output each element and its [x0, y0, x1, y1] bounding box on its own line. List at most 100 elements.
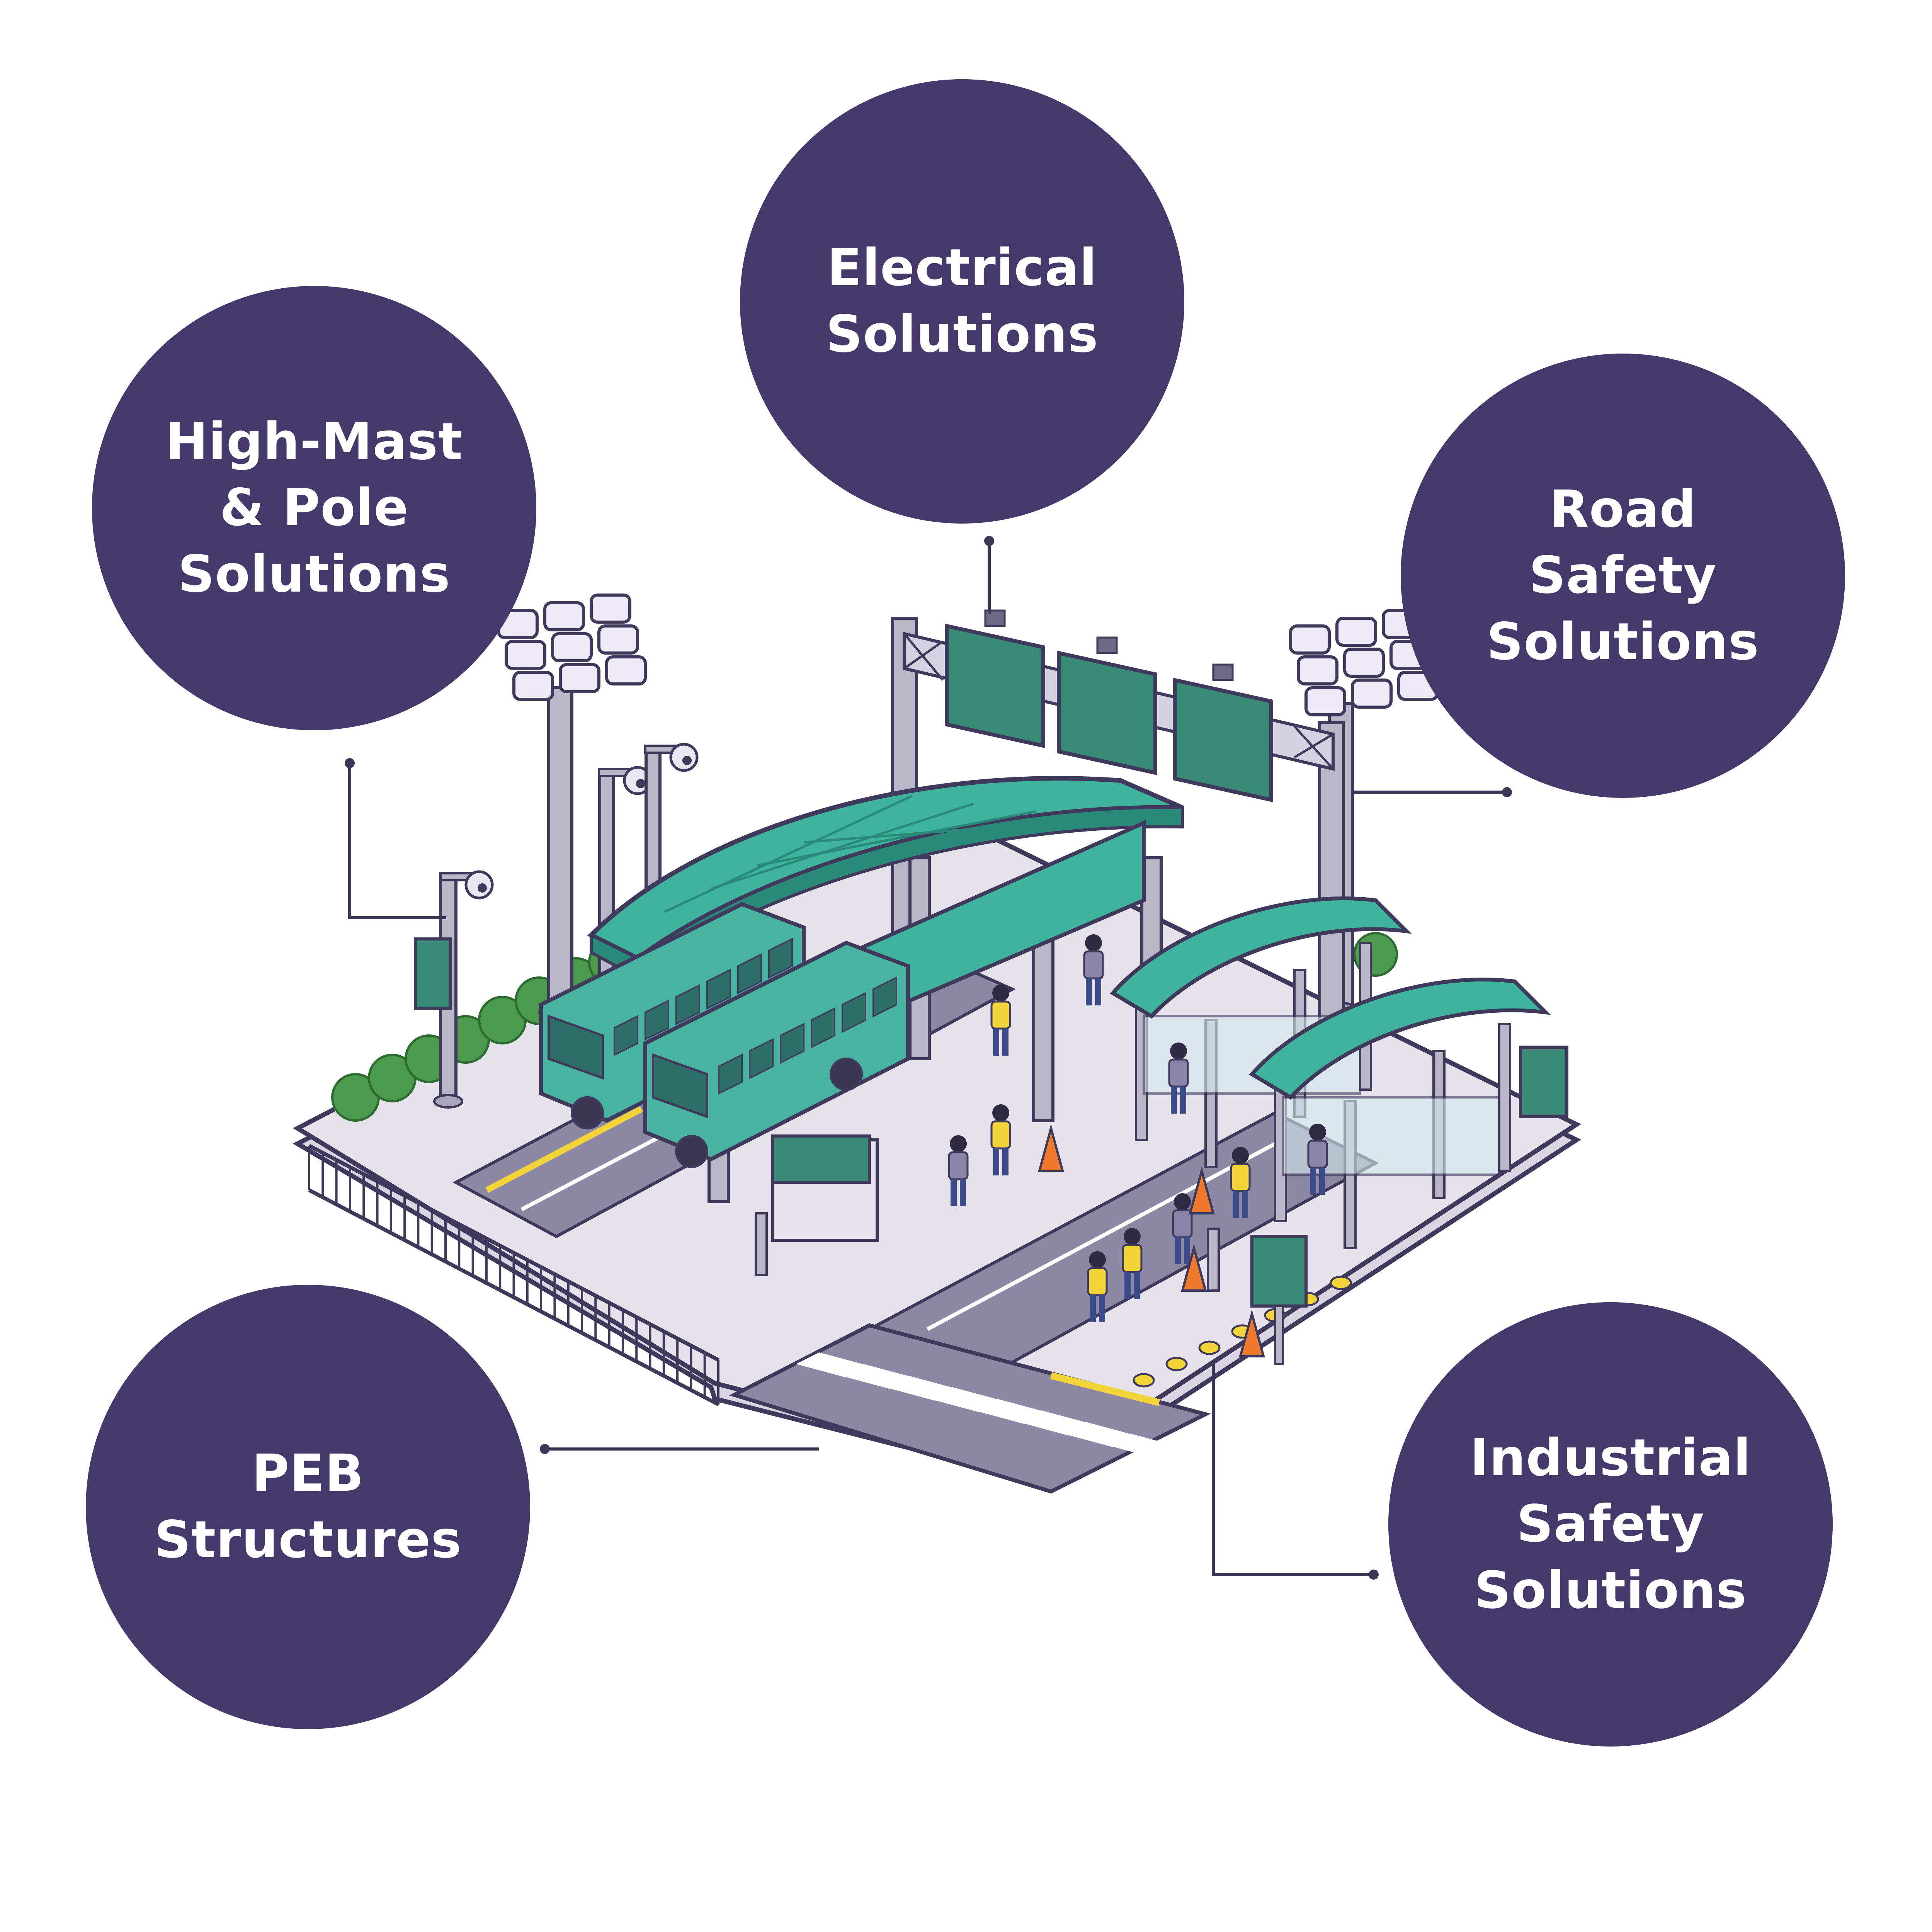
label-line: Structures	[154, 1510, 462, 1570]
crosswalk	[796, 1352, 1180, 1459]
label-line: Road	[1549, 479, 1696, 539]
crosswalk-stripe	[1107, 1434, 1180, 1459]
road-stud	[1198, 1340, 1221, 1355]
high-mast-light-left	[497, 594, 647, 701]
label-line: Electrical	[827, 238, 1097, 298]
bus-front	[643, 940, 910, 1168]
bus-icon	[643, 940, 910, 1162]
traffic-cone-icon	[1038, 1124, 1064, 1172]
cctv-c	[439, 870, 494, 900]
floodlight-icon	[1297, 655, 1338, 685]
peb-structures-circle: PEB Structures	[86, 1285, 530, 1729]
worker-head	[1170, 1043, 1187, 1060]
electrical-leader-dot	[984, 536, 994, 546]
worker-icon	[1307, 1139, 1328, 1169]
industrial-safety-solutions-label: Industrial Safety Solutions	[1470, 1425, 1751, 1624]
bus-wheel	[675, 1135, 708, 1168]
industrial-safety-solutions-circle: Industrial Safety Solutions	[1388, 1302, 1833, 1747]
worker-leg	[1002, 1029, 1009, 1056]
label-line: Industrial	[1470, 1428, 1751, 1488]
bus-window	[718, 1053, 743, 1095]
lane-marking	[485, 1106, 643, 1193]
shelter-post	[1498, 1023, 1511, 1172]
label-line: PEB	[252, 1444, 364, 1503]
worker-4	[1172, 1193, 1193, 1264]
gantry-sign-structure	[891, 609, 1345, 1026]
floodlight-icon	[551, 632, 593, 662]
road-marking	[1050, 1372, 1160, 1406]
bus-windshield	[652, 1053, 708, 1119]
label-line: Safety	[1516, 1494, 1705, 1554]
worker-leg	[1233, 1191, 1239, 1218]
bus-shelter-icon	[1249, 978, 1551, 1100]
electrical-solutions-circle: Electrical Solutions	[740, 79, 1184, 524]
worker-leg	[1310, 1168, 1316, 1195]
worker-leg	[951, 1179, 957, 1206]
worker-5	[1122, 1228, 1143, 1299]
truss-brace	[903, 640, 944, 670]
road-safety-solutions-label: Road Safety Solutions	[1486, 476, 1759, 675]
bollard-icon	[755, 1212, 768, 1276]
worker-leg	[1086, 978, 1092, 1005]
label-line: & Pole	[219, 478, 409, 538]
worker-icon	[1122, 1244, 1143, 1273]
high-mast-leader-dot	[345, 758, 355, 768]
worker-icon	[948, 1151, 969, 1180]
worker-icon	[1083, 950, 1104, 980]
worker-2	[948, 1135, 969, 1206]
worker-leg	[1124, 1272, 1131, 1299]
worker-icon	[1172, 1209, 1193, 1238]
worker-leg	[1180, 1087, 1186, 1114]
bus-windshield	[548, 1014, 604, 1080]
floodlight-icon	[543, 601, 585, 631]
label-line: Safety	[1529, 546, 1717, 605]
worker-leg	[1319, 1168, 1325, 1195]
connector-leaders	[345, 536, 1512, 1580]
bus-shelter-icon	[1110, 896, 1412, 1019]
worker-9	[1083, 934, 1104, 1005]
worker-leg	[960, 1179, 966, 1206]
worker-leg	[1099, 1295, 1105, 1322]
floodlight-icon	[590, 594, 631, 624]
worker-leg	[1175, 1237, 1181, 1264]
worker-1	[990, 1104, 1011, 1175]
worker-leg	[1002, 1148, 1009, 1175]
truss-brace	[1294, 733, 1334, 759]
worker-head	[950, 1135, 967, 1152]
floodlight-icon	[1289, 624, 1331, 655]
industrial-safety-leader	[1212, 1360, 1374, 1576]
bus-window	[706, 968, 731, 1010]
canopy-seam	[664, 795, 913, 913]
floodlight-icon	[505, 640, 546, 670]
road-sign	[1519, 1046, 1568, 1118]
kiosk-sign	[771, 1134, 871, 1184]
worker-leg	[1095, 978, 1101, 1005]
canopy-seam	[711, 803, 974, 890]
bus-window	[768, 937, 793, 979]
industrial-safety-leader-dot	[1369, 1570, 1379, 1580]
truss-brace	[903, 633, 944, 681]
label-line: Solutions	[178, 544, 451, 604]
worker-icon	[990, 1120, 1011, 1150]
worker-3	[1230, 1147, 1251, 1218]
road-stud	[1330, 1276, 1352, 1290]
worker-leg	[1242, 1191, 1248, 1218]
worker-icon	[1230, 1163, 1251, 1192]
worker-icon	[1168, 1058, 1189, 1088]
gantry-sign-panel	[1057, 650, 1157, 776]
worker-head	[992, 985, 1009, 1002]
worker-head	[1174, 1193, 1191, 1210]
worker-7	[1168, 1043, 1189, 1114]
bus-window	[737, 953, 762, 995]
canopy-seam	[757, 810, 1036, 867]
worker-leg	[1184, 1237, 1190, 1264]
worker-icon	[1087, 1267, 1108, 1296]
sign-camera	[1096, 636, 1118, 654]
floodlight-icon	[1351, 679, 1393, 709]
pole-shaft	[547, 686, 573, 1014]
worker-head	[1232, 1147, 1249, 1164]
sign-camera	[1212, 663, 1234, 681]
traffic-cone-icon	[1189, 1166, 1215, 1214]
worker-leg	[993, 1029, 999, 1056]
